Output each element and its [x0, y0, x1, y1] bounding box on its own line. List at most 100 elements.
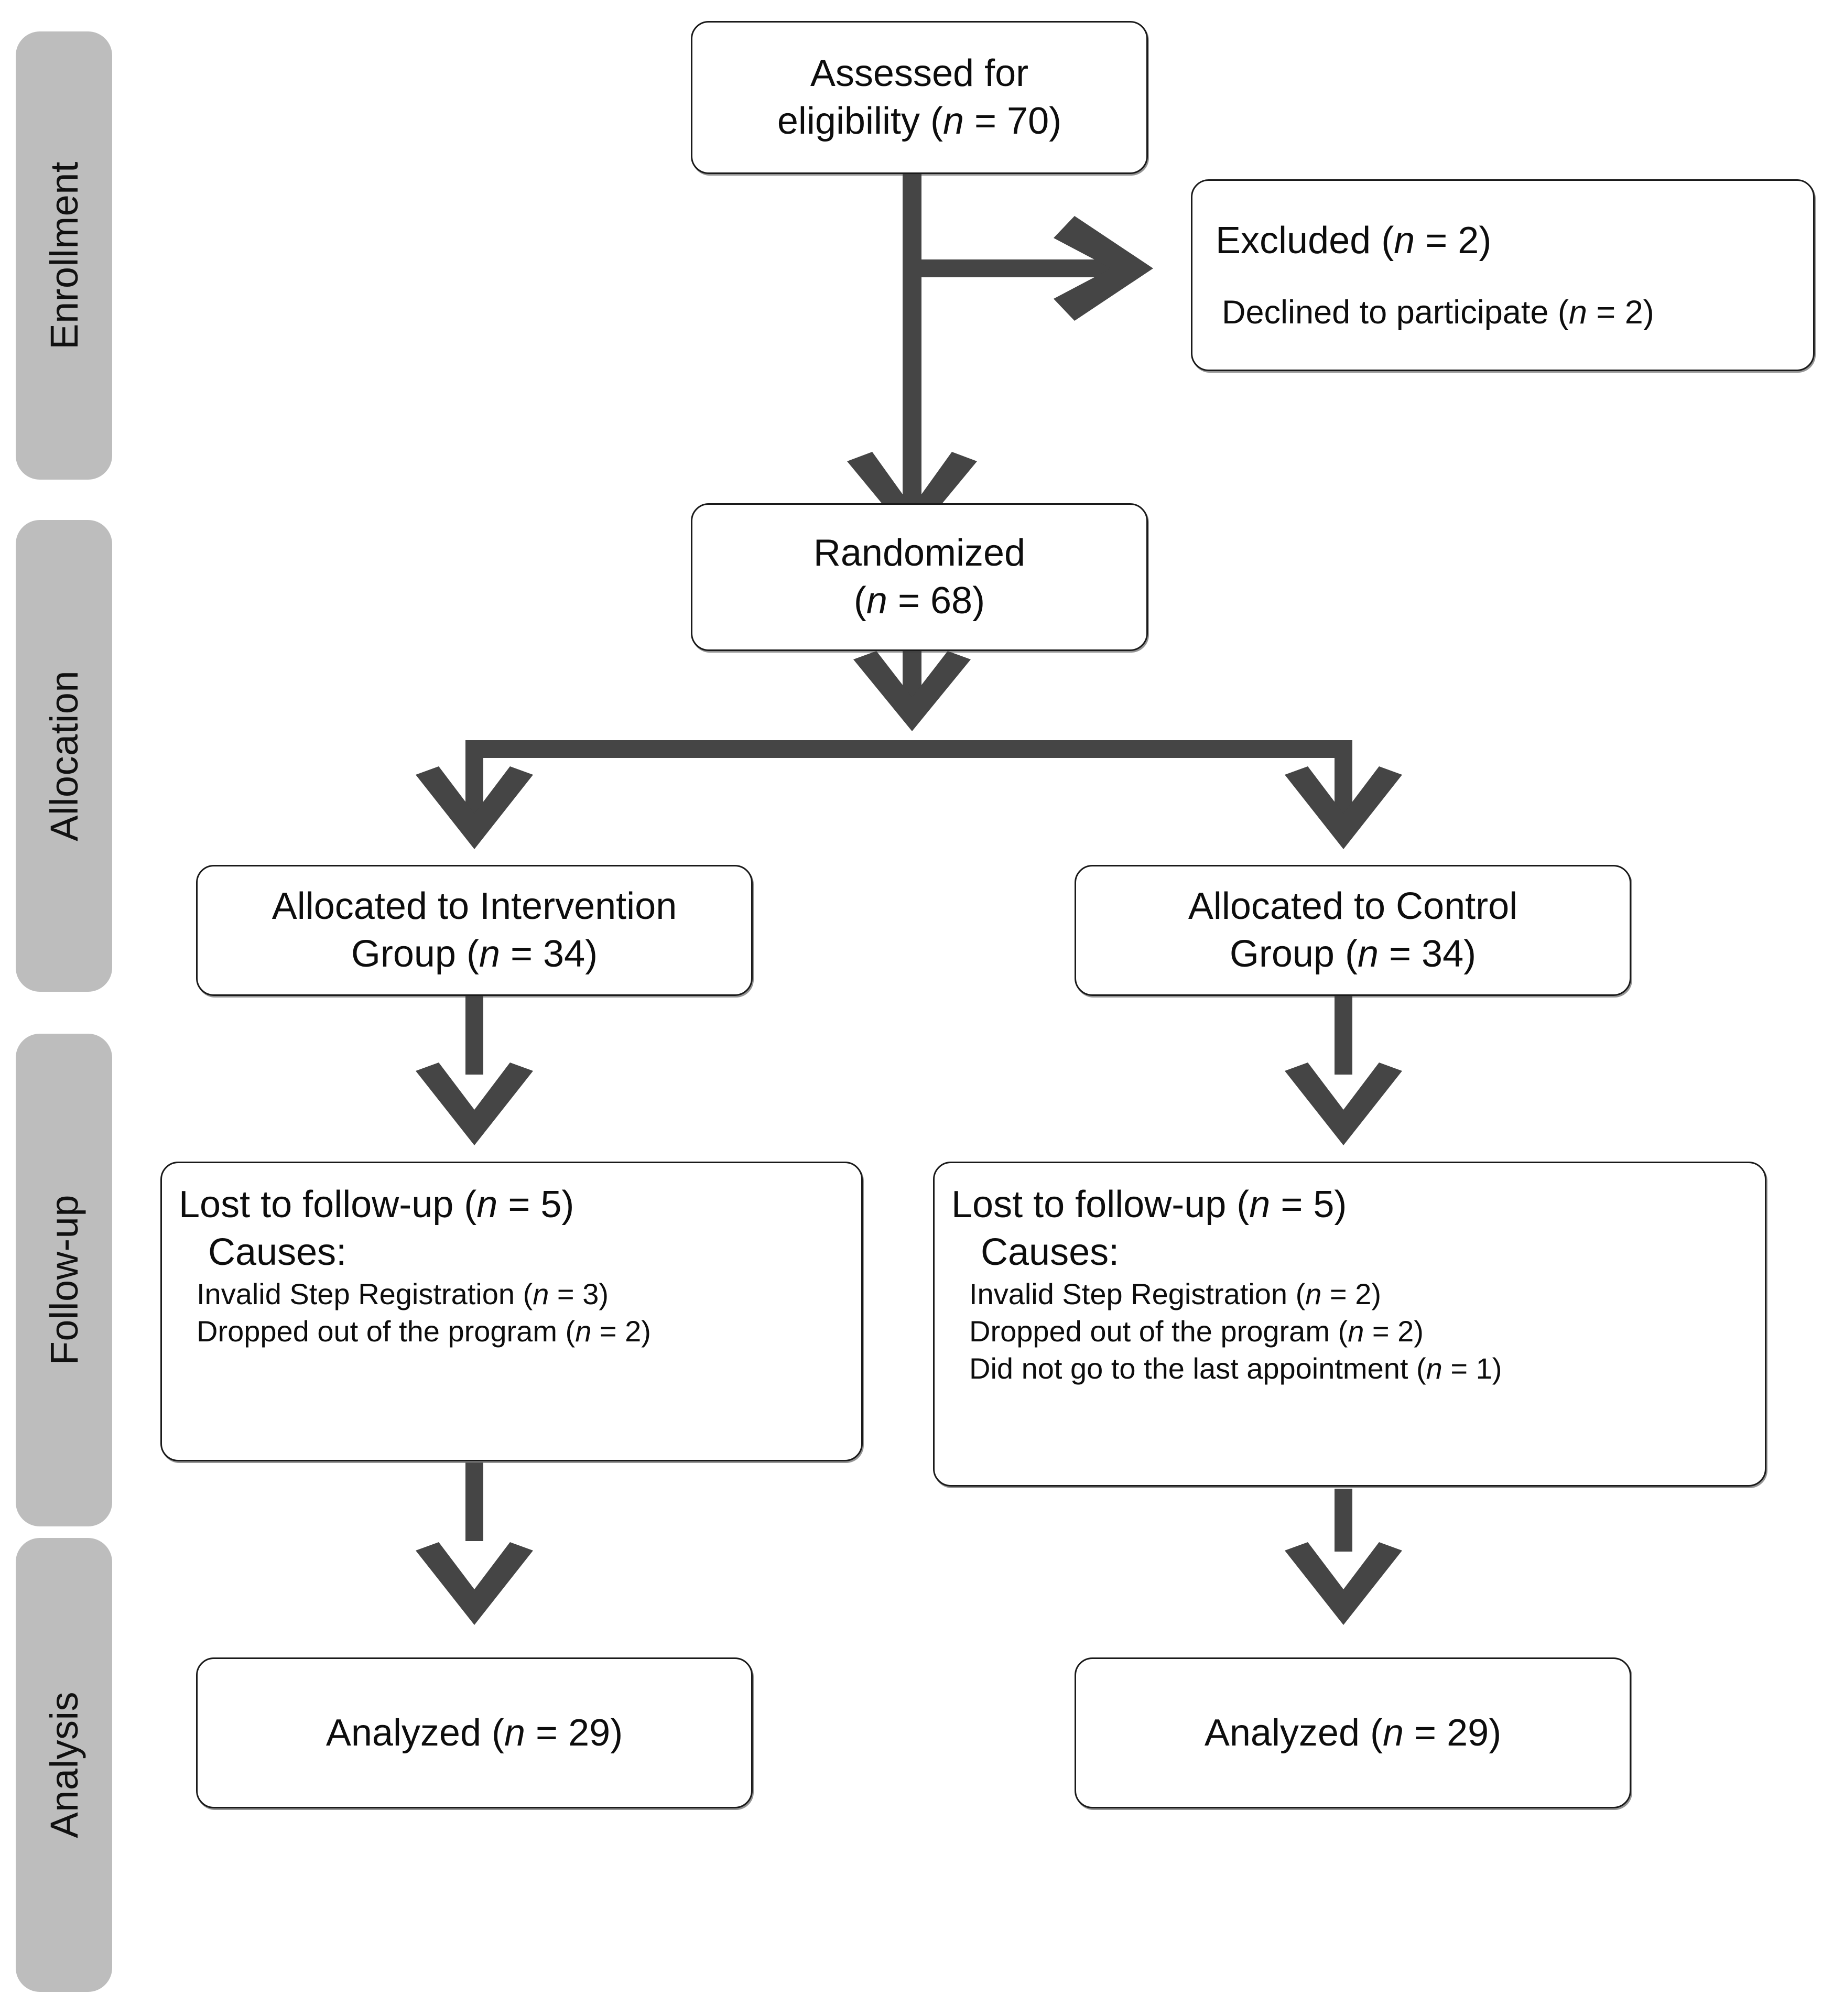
node-lost-followup-intervention: Lost to follow-up (n = 5) Causes: Invali… — [160, 1162, 863, 1461]
lost-control-cause-2-post: = 2) — [1364, 1314, 1424, 1348]
assessed-line-1: Assessed for — [810, 52, 1029, 95]
lost-intervention-cause-2-n-symbol: n — [575, 1314, 592, 1348]
phase-label-enrollment: Enrollment — [42, 161, 86, 350]
alloc-intervention-line-2: Group (n = 34) — [351, 930, 598, 978]
connector-lost-control-stem — [1335, 1489, 1352, 1552]
alloc-control-line-2-post: = 34) — [1379, 933, 1477, 975]
lost-control-cause-2-n-symbol: n — [1348, 1314, 1364, 1348]
lost-intervention-cause-2-post: = 2) — [591, 1314, 651, 1348]
excluded-heading-post: = 2) — [1415, 219, 1492, 262]
analyzed-control-line: Analyzed (n = 29) — [1205, 1709, 1501, 1757]
lost-intervention-cause-2: Dropped out of the program (n = 2) — [179, 1313, 651, 1350]
phase-bar-followup: Follow-up — [16, 1034, 112, 1526]
arrowhead-to-excluded — [1054, 216, 1153, 321]
arrowhead-to-analyzed-intervention — [416, 1542, 533, 1625]
connector-assessed-trunk — [903, 173, 921, 540]
connector-split-bar — [465, 740, 1352, 758]
lost-control-cause-1-pre: Invalid Step Registration ( — [969, 1277, 1306, 1311]
node-excluded: Excluded (n = 2) Declined to participate… — [1191, 179, 1815, 371]
alloc-control-line-2: Group (n = 34) — [1230, 930, 1476, 978]
node-analyzed-intervention: Analyzed (n = 29) — [196, 1657, 753, 1808]
lost-intervention-heading-pre: Lost to follow-up ( — [179, 1184, 477, 1226]
lost-control-heading: Lost to follow-up (n = 5) — [935, 1181, 1370, 1229]
node-assessed-for-eligibility: Assessed for eligibility (n = 70) — [691, 21, 1148, 174]
excluded-heading-pre: Excluded ( — [1216, 219, 1394, 262]
randomized-line-2: (n = 68) — [854, 577, 985, 625]
randomized-n-symbol: n — [866, 580, 887, 622]
node-lost-followup-control: Lost to follow-up (n = 5) Causes: Invali… — [933, 1162, 1766, 1487]
arrowhead-to-split — [853, 651, 971, 731]
connector-excluded-line — [912, 259, 1122, 277]
connector-split-right — [1335, 740, 1352, 824]
assessed-line-2-pre: eligibility ( — [777, 100, 943, 142]
lost-intervention-cause-1: Invalid Step Registration (n = 3) — [179, 1276, 609, 1313]
connector-alloc-intervention-stem — [465, 996, 483, 1075]
node-randomized: Randomized (n = 68) — [691, 503, 1148, 651]
excluded-reason-1-pre: Declined to participate ( — [1222, 294, 1569, 331]
lost-control-cause-2-pre: Dropped out of the program ( — [969, 1314, 1348, 1348]
lost-intervention-cause-1-pre: Invalid Step Registration ( — [197, 1277, 533, 1311]
node-allocated-intervention: Allocated to Intervention Group (n = 34) — [196, 865, 753, 996]
lost-control-causes-label: Causes: — [981, 1231, 1120, 1273]
excluded-reason-1: Declined to participate (n = 2) — [1192, 292, 1677, 333]
connector-alloc-control-stem — [1335, 996, 1352, 1075]
alloc-control-line-2-pre: Group ( — [1229, 933, 1358, 975]
assessed-line-2-post: = 70) — [964, 100, 1062, 142]
analyzed-control-n-symbol: n — [1383, 1711, 1404, 1754]
arrowhead-to-lost-control — [1285, 1063, 1402, 1145]
randomized-line-2-post: = 68) — [887, 580, 985, 622]
node-analyzed-control: Analyzed (n = 29) — [1075, 1657, 1631, 1808]
excluded-n-symbol: n — [1394, 219, 1415, 262]
phase-bar-allocation: Allocation — [16, 520, 112, 992]
alloc-control-line-1: Allocated to Control — [1188, 885, 1518, 928]
lost-control-cause-3-n-symbol: n — [1426, 1351, 1442, 1385]
arrowhead-to-alloc-control — [1285, 766, 1402, 849]
lost-intervention-n-symbol: n — [476, 1184, 498, 1226]
lost-intervention-cause-2-pre: Dropped out of the program ( — [197, 1314, 576, 1348]
randomized-line-1: Randomized — [813, 532, 1026, 575]
excluded-reason-1-post: = 2) — [1587, 294, 1654, 331]
analyzed-intervention-line: Analyzed (n = 29) — [326, 1709, 623, 1757]
arrowhead-to-alloc-intervention — [416, 766, 533, 849]
phase-bar-enrollment: Enrollment — [16, 31, 112, 480]
lost-control-heading-pre: Lost to follow-up ( — [951, 1184, 1250, 1226]
lost-control-cause-1-post: = 2) — [1321, 1277, 1381, 1311]
lost-control-n-symbol: n — [1249, 1184, 1271, 1226]
phase-bar-analysis: Analysis — [16, 1538, 112, 1992]
arrowhead-to-lost-intervention — [416, 1063, 533, 1145]
analyzed-intervention-n-symbol: n — [504, 1711, 526, 1754]
phase-label-allocation: Allocation — [42, 670, 86, 841]
alloc-intervention-line-1: Allocated to Intervention — [272, 885, 677, 928]
node-allocated-control: Allocated to Control Group (n = 34) — [1075, 865, 1631, 996]
alloc-intervention-line-2-pre: Group ( — [351, 933, 479, 975]
lost-control-cause-2: Dropped out of the program (n = 2) — [951, 1313, 1424, 1350]
lost-intervention-cause-1-post: = 3) — [549, 1277, 609, 1311]
lost-control-cause-1-n-symbol: n — [1305, 1277, 1322, 1311]
assessed-line-2: eligibility (n = 70) — [777, 97, 1061, 145]
lost-intervention-cause-1-n-symbol: n — [533, 1277, 549, 1311]
connector-split-left — [465, 740, 483, 824]
analyzed-intervention-pre: Analyzed ( — [326, 1711, 504, 1754]
analyzed-control-post: = 29) — [1404, 1711, 1502, 1754]
alloc-intervention-n-symbol: n — [479, 933, 500, 975]
phase-label-analysis: Analysis — [42, 1692, 86, 1838]
excluded-reason-1-n-symbol: n — [1568, 294, 1587, 331]
analyzed-intervention-post: = 29) — [525, 1711, 623, 1754]
assessed-n-symbol: n — [942, 100, 964, 142]
lost-intervention-heading-post: = 5) — [497, 1184, 574, 1226]
arrowhead-to-analyzed-control — [1285, 1542, 1402, 1625]
connector-randomized-stem — [903, 650, 921, 713]
connector-lost-intervention-stem — [465, 1462, 483, 1541]
lost-intervention-heading: Lost to follow-up (n = 5) — [162, 1181, 597, 1229]
lost-control-cause-1: Invalid Step Registration (n = 2) — [951, 1276, 1381, 1313]
excluded-heading: Excluded (n = 2) — [1192, 217, 1514, 265]
alloc-control-n-symbol: n — [1357, 933, 1379, 975]
lost-control-cause-3: Did not go to the last appointment (n = … — [951, 1350, 1502, 1388]
lost-intervention-causes-label: Causes: — [208, 1231, 347, 1273]
phase-label-followup: Follow-up — [42, 1195, 86, 1365]
lost-control-cause-3-pre: Did not go to the last appointment ( — [969, 1351, 1426, 1385]
lost-control-cause-3-post: = 1) — [1442, 1351, 1502, 1385]
analyzed-control-pre: Analyzed ( — [1204, 1711, 1383, 1754]
alloc-intervention-line-2-post: = 34) — [500, 933, 598, 975]
